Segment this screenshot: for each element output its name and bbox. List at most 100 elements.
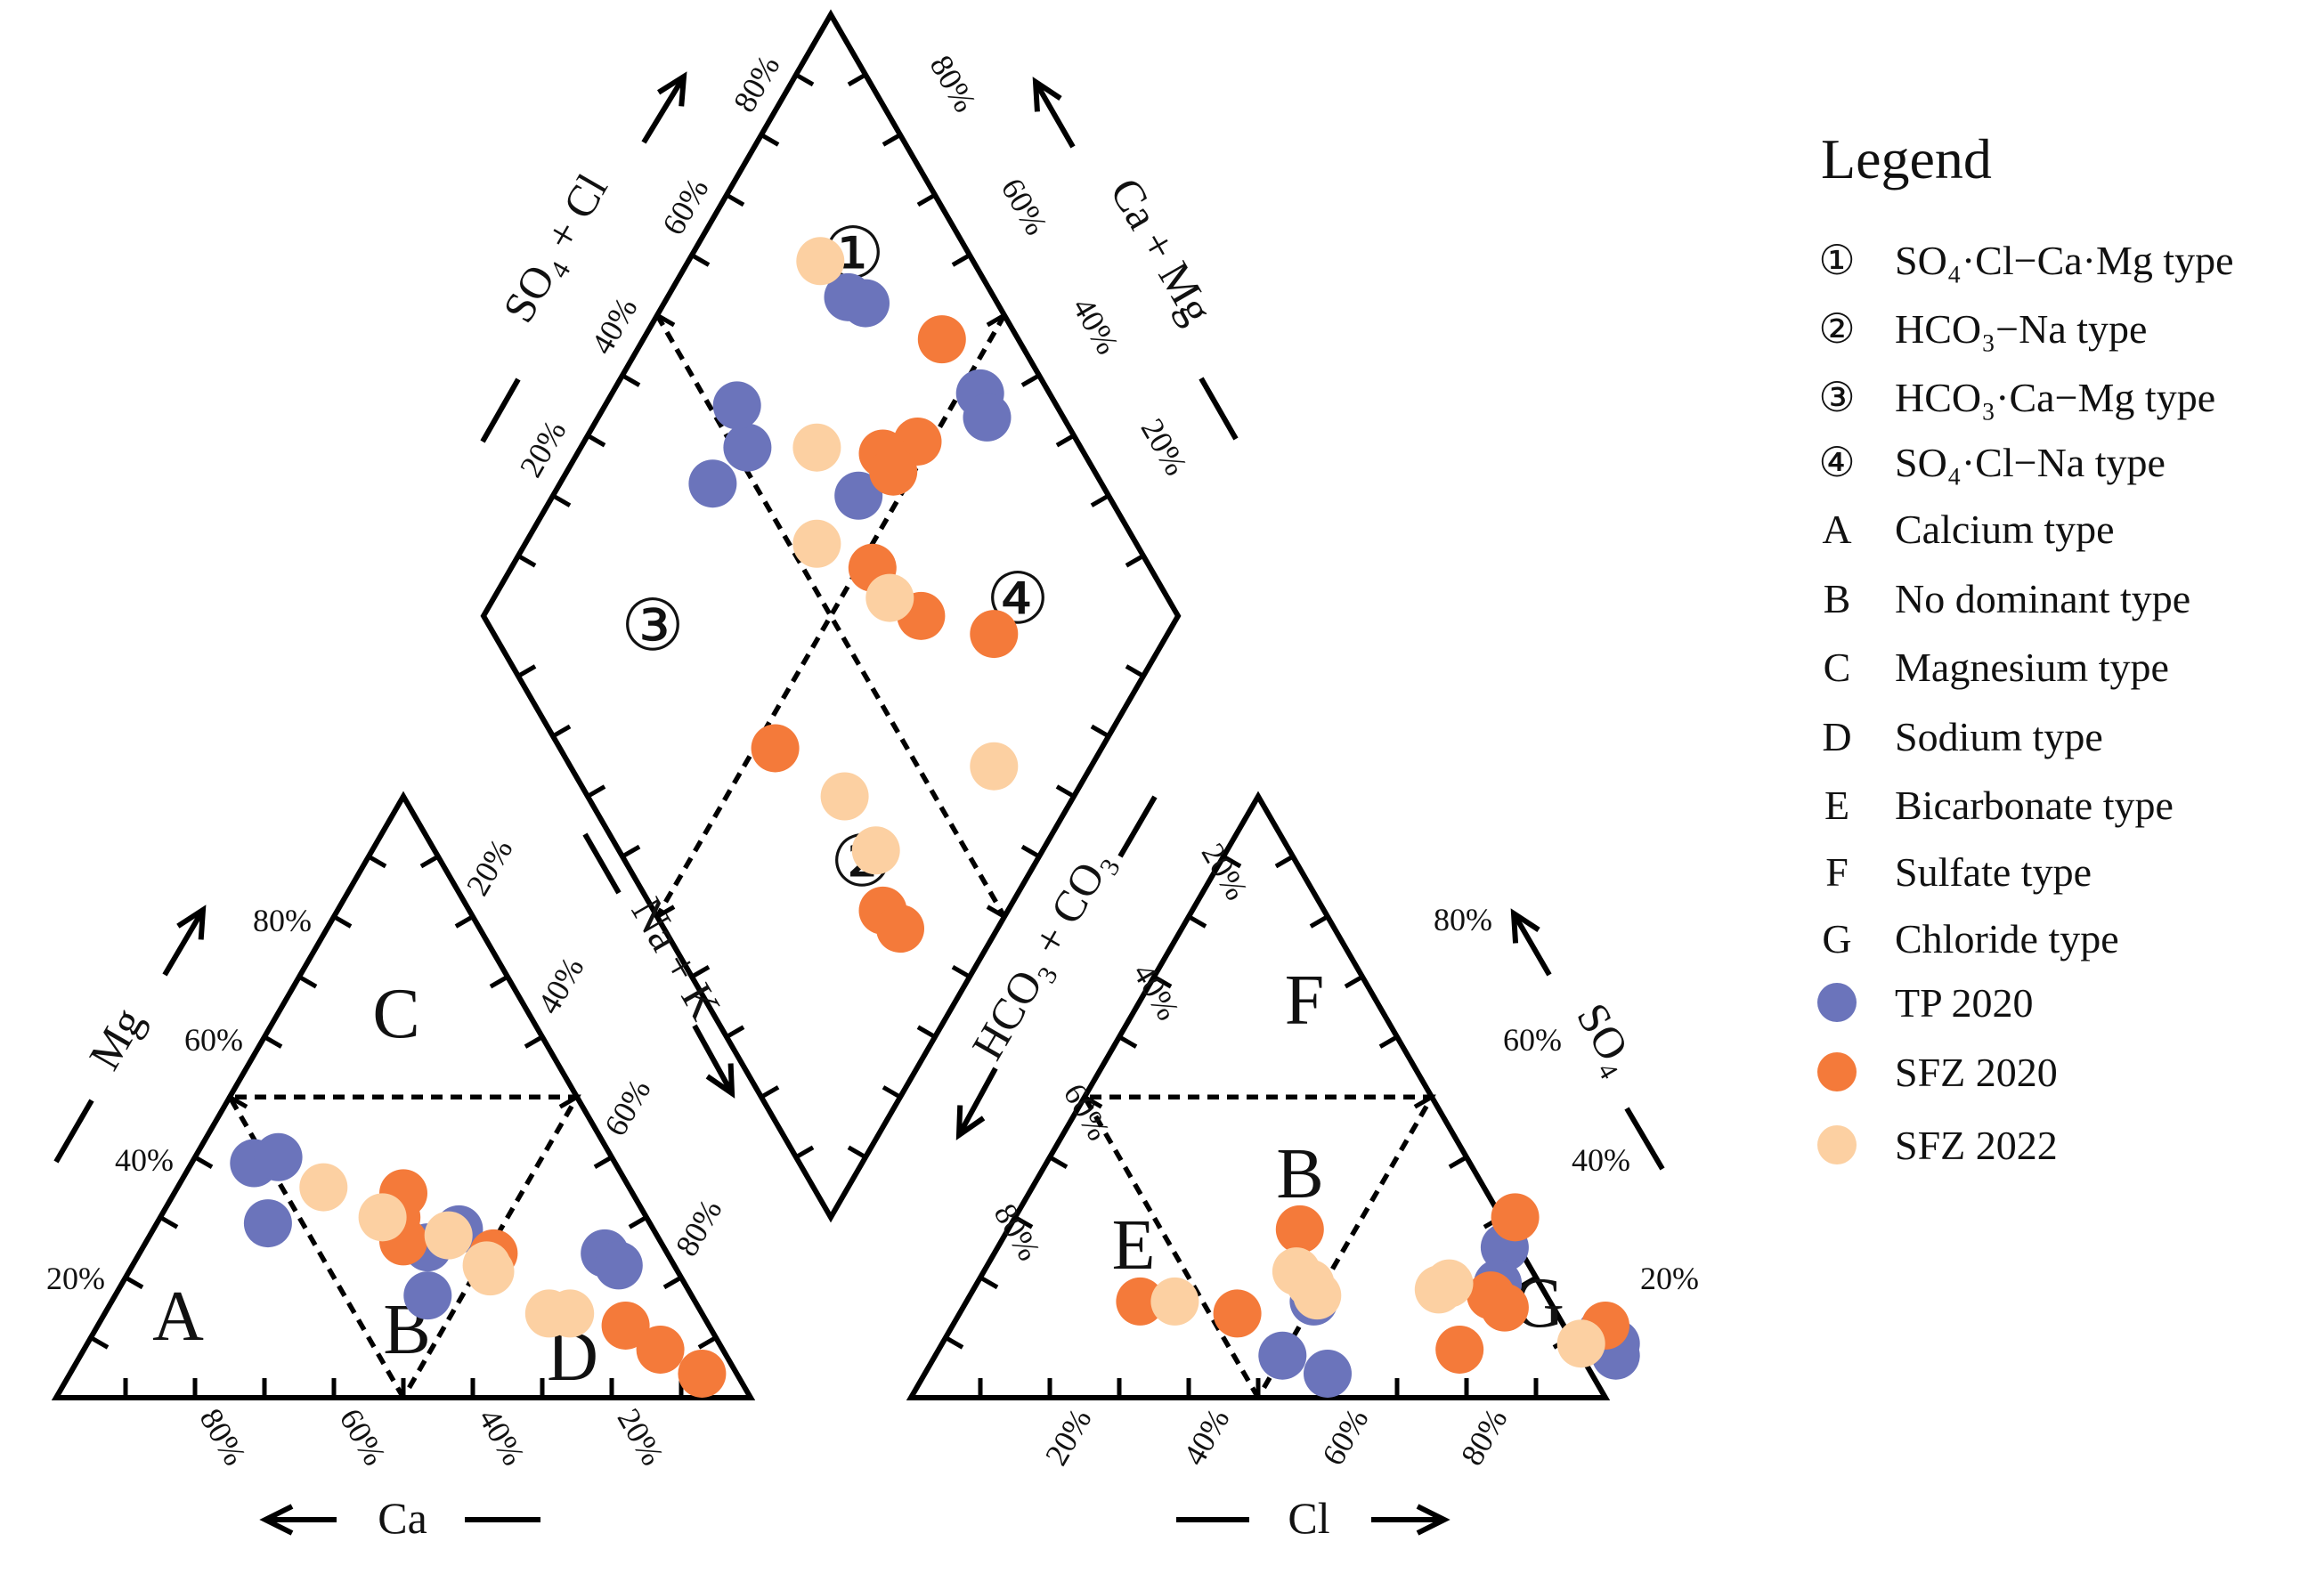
diamond-divider <box>654 313 1007 918</box>
diamond-upper-right-tick <box>1055 434 1076 448</box>
anion-right-tick <box>1448 1155 1468 1169</box>
point-sfz-2020-cation <box>601 1301 650 1350</box>
cation-left-tick <box>193 1155 214 1169</box>
point-sfz-2020-diamond <box>917 315 966 364</box>
point-sfz-2022-cation <box>424 1211 473 1260</box>
diamond-upper-right-tick <box>1125 554 1145 568</box>
diamond-lower-right-tick <box>882 1085 902 1099</box>
legend-label: Chloride type <box>1895 916 2119 961</box>
point-sfz-2022-anion <box>1425 1259 1474 1308</box>
legend-symbol: E <box>1824 783 1849 828</box>
legend-label: SFZ 2022 <box>1895 1123 2058 1168</box>
point-sfz-2020-anion <box>1491 1193 1540 1242</box>
tick-label: 20% <box>459 832 520 901</box>
legend-swatch <box>1817 983 1857 1022</box>
diamond-upper-left-tick <box>725 192 745 207</box>
region-labels: ①②③④ABCDEBFG <box>152 215 1564 1396</box>
axis-arrows <box>53 71 1665 1536</box>
anion-left-tick <box>1048 1155 1069 1169</box>
axis-ticks <box>89 72 1572 1398</box>
anion-left-tick <box>944 1335 964 1350</box>
tick-label: 60% <box>333 1402 394 1471</box>
so4cl-axis-dash <box>480 377 521 443</box>
point-sfz-2020-diamond <box>869 447 918 496</box>
hco3-axis-dash <box>1117 795 1158 858</box>
legend-label: Calcium type <box>1895 507 2115 552</box>
tick-label: 40% <box>1126 957 1187 1026</box>
diamond-lower-right-tick <box>1020 844 1041 859</box>
point-sfz-2022-diamond <box>792 423 841 472</box>
anion-right-tick <box>1517 1275 1538 1290</box>
legend-label: Sodium type <box>1895 714 2103 759</box>
diamond <box>480 9 1182 1223</box>
cl-axis-arrow-head <box>1416 1504 1450 1536</box>
diamond-lower-left-tick <box>516 664 537 678</box>
legend-label: TP 2020 <box>1895 980 2033 1026</box>
legend-swatch <box>1817 1125 1857 1164</box>
tick-label: 80% <box>253 903 312 938</box>
diamond-lower-left-tick <box>551 724 572 739</box>
tick-label: 60% <box>1315 1402 1376 1471</box>
point-sfz-2022-cation <box>299 1163 348 1212</box>
diamond-lower-left-tick <box>794 1145 815 1159</box>
point-tp-2020-anion <box>1258 1331 1307 1380</box>
anion-left-tick <box>1117 1034 1138 1049</box>
point-sfz-2022-cation <box>466 1247 515 1296</box>
anion-left-tick <box>1222 854 1242 869</box>
tick-label: 60% <box>995 172 1055 240</box>
region-label-B-anion: B <box>1276 1135 1323 1213</box>
cation-right-tick <box>593 1155 614 1169</box>
tick-label: 20% <box>611 1402 671 1471</box>
point-sfz-2022-diamond <box>865 573 914 622</box>
tick-label: 60% <box>1503 1022 1562 1058</box>
legend-symbol: ② <box>1818 306 1855 352</box>
tick-label: 40% <box>1176 1402 1237 1471</box>
diamond-lower-right-tick <box>1055 784 1076 799</box>
tick-label: 20% <box>1038 1402 1099 1471</box>
point-sfz-2022-diamond <box>796 237 845 286</box>
data-points <box>230 237 1640 1398</box>
anion-left-tick <box>1187 914 1207 929</box>
point-sfz-2022-anion <box>1556 1319 1605 1368</box>
legend-label: No dominant type <box>1895 576 2190 621</box>
point-tp-2020-diamond <box>963 393 1012 442</box>
tick-label: 40% <box>1572 1142 1630 1178</box>
anion-left-tick <box>1013 1215 1034 1229</box>
tick-label: 60% <box>597 1073 658 1141</box>
so4-axis-label: SO₄ <box>1567 994 1646 1082</box>
legend-label: Bicarbonate type <box>1895 783 2174 828</box>
so4-axis-dash <box>1624 1107 1665 1171</box>
nak-axis-arrow <box>692 1024 735 1095</box>
diamond-lower-left-tick <box>586 784 606 799</box>
cation-right-tick <box>454 914 475 929</box>
diamond-upper-right-tick <box>951 253 971 267</box>
legend-label: Sulfate type <box>1895 849 2092 895</box>
point-tp-2020-cation <box>594 1241 643 1290</box>
anion-right-tick <box>1309 914 1329 929</box>
point-sfz-2020-cation <box>678 1349 727 1398</box>
point-tp-2020-diamond <box>712 381 761 430</box>
diamond-upper-left-tick <box>621 373 641 387</box>
hco3-axis-arrow-head <box>955 1105 986 1140</box>
anion-right-tick <box>1274 854 1295 869</box>
cation-left-tick <box>367 854 387 869</box>
diamond-upper-right-tick <box>1090 493 1110 507</box>
diamond-lower-left-tick <box>725 1025 745 1039</box>
so4-axis-arrow-head <box>1510 908 1540 944</box>
ca-axis-arrow-head <box>259 1504 294 1536</box>
region-label-A: A <box>152 1278 204 1356</box>
point-sfz-2020-anion <box>1435 1325 1484 1374</box>
legend-label: SO₄·Cl−Ca·Mg type <box>1895 238 2234 283</box>
cation-right-tick <box>628 1215 648 1229</box>
point-sfz-2020-anion <box>1275 1205 1324 1254</box>
legend-label: Magnesium type <box>1895 645 2169 690</box>
camg-axis-arrow <box>1033 80 1076 149</box>
mg-axis-dash <box>53 1099 94 1164</box>
point-sfz-2020-cation <box>636 1325 685 1374</box>
anion-right-tick <box>1344 974 1364 989</box>
point-sfz-2020-diamond <box>970 610 1019 659</box>
diamond-upper-left-tick <box>794 72 815 87</box>
tick-label: 80% <box>923 49 984 118</box>
